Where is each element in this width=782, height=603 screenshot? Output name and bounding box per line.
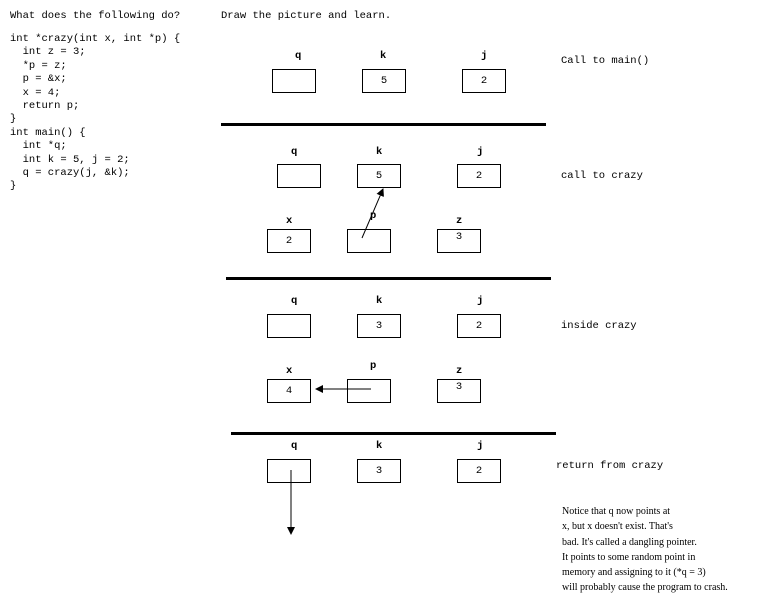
note-line: x, but x doesn't exist. That's (562, 521, 673, 533)
var-label-x: x (286, 215, 293, 227)
note-line: will probably cause the program to crash… (562, 582, 728, 594)
note-line: bad. It's called a dangling pointer. (562, 536, 697, 548)
memory-cell-z: 3 (437, 229, 481, 253)
code-line: int *q; (10, 140, 67, 153)
question-heading: What does the following do? (10, 10, 181, 22)
memory-cell-j: 2 (457, 164, 501, 188)
code-line: p = &x; (10, 73, 67, 86)
code-line: int k = 5, j = 2; (10, 153, 130, 166)
code-line: int z = 3; (10, 46, 86, 59)
var-label-j: j (477, 440, 484, 452)
memory-cell-p (347, 229, 391, 253)
memory-cell-j: 2 (457, 314, 501, 338)
code-line: int *crazy(int x, int *p) { (10, 33, 181, 45)
var-label-k: k (380, 50, 387, 62)
stage-divider (231, 432, 556, 435)
memory-cell-q (267, 314, 311, 338)
stage-caption: call to crazy (561, 170, 643, 182)
var-label-z: z (456, 215, 463, 227)
memory-cell-k: 3 (357, 314, 401, 338)
var-label-j: j (477, 146, 484, 158)
pointer-arrow-p-to-k (361, 188, 384, 239)
note-line: Notice that q now points at (562, 506, 671, 517)
var-label-z: z (456, 365, 463, 377)
var-label-q: q (291, 440, 298, 452)
memory-cell-j: 2 (462, 69, 506, 93)
var-label-q: q (295, 50, 302, 62)
memory-cell-k: 5 (357, 164, 401, 188)
memory-cell-q (277, 164, 321, 188)
memory-cell-q (272, 69, 316, 93)
dangling-pointer-note: Notice that q now points at x, but x doe… (562, 504, 728, 596)
stage-divider (226, 277, 551, 280)
instruction-heading: Draw the picture and learn. (221, 10, 392, 22)
code-line: *p = z; (10, 59, 67, 72)
code-line: } (10, 113, 17, 126)
code-listing: int *crazy(int x, int *p) { int z = 3; *… (10, 33, 180, 194)
var-label-x: x (286, 365, 293, 377)
code-line: q = crazy(j, &k); (10, 167, 130, 180)
code-line: } (10, 180, 17, 193)
code-line: return p; (10, 100, 80, 113)
var-label-q: q (291, 146, 298, 158)
stage-caption: return from crazy (556, 460, 664, 472)
note-line: It points to some random point in (562, 551, 696, 563)
var-label-p: p (370, 360, 377, 372)
var-label-k: k (376, 146, 383, 158)
var-label-j: j (477, 295, 484, 307)
var-label-k: k (376, 295, 383, 307)
stage-caption: Call to main() (561, 55, 650, 67)
var-label-q: q (291, 295, 298, 307)
stage-caption: inside crazy (561, 320, 637, 332)
memory-cell-x: 4 (267, 379, 311, 403)
var-label-k: k (376, 440, 383, 452)
memory-cell-p (347, 379, 391, 403)
code-line: x = 4; (10, 86, 61, 99)
memory-cell-k: 3 (357, 459, 401, 483)
memory-cell-j: 2 (457, 459, 501, 483)
memory-cell-z: 3 (437, 379, 481, 403)
note-line: memory and assigning to it (*q = 3) (562, 567, 706, 579)
memory-cell-k: 5 (362, 69, 406, 93)
stage-divider (221, 123, 546, 126)
memory-cell-q (267, 459, 311, 483)
code-line: int main() { (10, 126, 86, 139)
var-label-j: j (481, 50, 488, 62)
var-label-p: p (370, 210, 377, 222)
memory-cell-x: 2 (267, 229, 311, 253)
